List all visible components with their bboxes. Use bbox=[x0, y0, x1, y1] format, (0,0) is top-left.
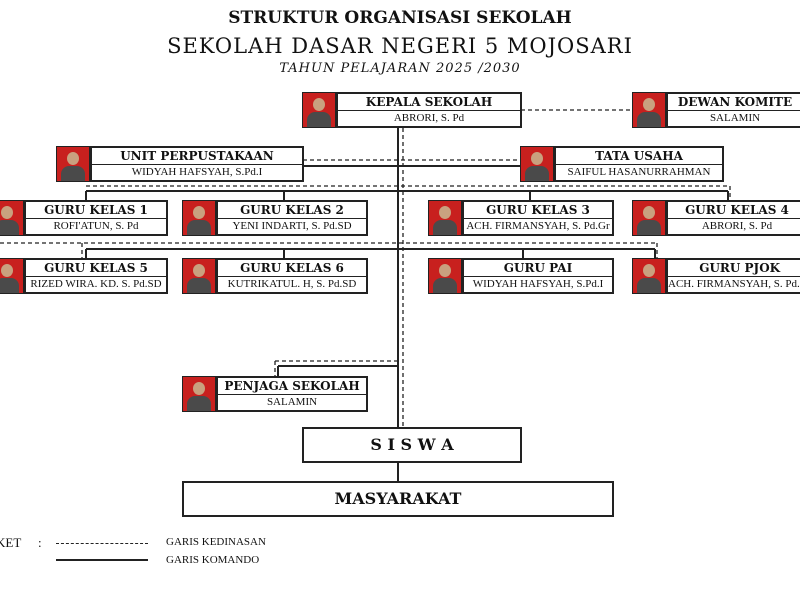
node-role: GURU PAI bbox=[464, 260, 612, 277]
photo-avatar bbox=[632, 258, 666, 294]
node-role: GURU KELAS 6 bbox=[218, 260, 366, 277]
legend-colon: : bbox=[38, 535, 42, 550]
node-role: GURU KELAS 4 bbox=[668, 202, 800, 219]
node-role: PENJAGA SEKOLAH bbox=[218, 378, 366, 395]
node-role: GURU PJOK bbox=[668, 260, 800, 277]
legend-dashed-text: GARIS KEDINASAN bbox=[166, 536, 266, 548]
node-role: UNIT PERPUSTAKAAN bbox=[92, 148, 302, 165]
node-name: SALAMIN bbox=[709, 111, 761, 124]
node-role: DEWAN KOMITE bbox=[668, 94, 800, 111]
photo-avatar bbox=[632, 92, 666, 128]
node-name: SAIFUL HASANURRAHMAN bbox=[567, 165, 711, 178]
node-role: GURU KELAS 5 bbox=[26, 260, 166, 277]
photo-avatar bbox=[428, 200, 462, 236]
photo-avatar bbox=[428, 258, 462, 294]
photo-avatar bbox=[56, 146, 90, 182]
photo-avatar bbox=[182, 200, 216, 236]
school-name: SEKOLAH DASAR NEGERI 5 MOJOSARI bbox=[167, 34, 633, 58]
photo-avatar bbox=[520, 146, 554, 182]
academic-year: TAHUN PELAJARAN 2025 /2030 bbox=[279, 61, 521, 76]
node-name: ABRORI, S. Pd bbox=[393, 111, 465, 124]
legend-dashed-line bbox=[56, 543, 148, 544]
legend-solid-line bbox=[56, 559, 148, 561]
node-name: ABRORI, S. Pd bbox=[701, 219, 773, 232]
node-name: RIZED WIRA. KD. S. Pd.SD bbox=[30, 277, 162, 290]
node-role: KEPALA SEKOLAH bbox=[338, 94, 520, 111]
node-role: GURU KELAS 3 bbox=[464, 202, 612, 219]
legend-label: KET bbox=[0, 535, 22, 550]
node-name: ACH. FIRMANSYAH, S. Pd.Gr bbox=[668, 277, 800, 290]
photo-avatar bbox=[182, 376, 216, 412]
node-name: WIDYAH HAFSYAH, S.Pd.I bbox=[472, 277, 604, 290]
node-name: ACH. FIRMANSYAH, S. Pd.Gr bbox=[466, 219, 610, 232]
photo-avatar bbox=[0, 258, 24, 294]
node-name: WIDYAH HAFSYAH, S.Pd.I bbox=[131, 165, 263, 178]
node-name: ROFI'ATUN, S. Pd bbox=[53, 219, 139, 232]
node-role: GURU KELAS 1 bbox=[26, 202, 166, 219]
node-name: KUTRIKATUL. H, S. Pd.SD bbox=[227, 277, 357, 290]
node-masyarakat: MASYARAKAT bbox=[182, 481, 614, 517]
photo-avatar bbox=[632, 200, 666, 236]
chart-title: STRUKTUR ORGANISASI SEKOLAH bbox=[228, 8, 572, 28]
node-name: YENI INDARTI, S. Pd.SD bbox=[232, 219, 352, 232]
node-siswa: S I S W A bbox=[302, 427, 522, 463]
node-role: TATA USAHA bbox=[556, 148, 722, 165]
photo-avatar bbox=[0, 200, 24, 236]
photo-avatar bbox=[182, 258, 216, 294]
photo-avatar bbox=[302, 92, 336, 128]
node-name: SALAMIN bbox=[266, 395, 318, 408]
node-role: GURU KELAS 2 bbox=[218, 202, 366, 219]
legend-solid-text: GARIS KOMANDO bbox=[166, 554, 260, 566]
